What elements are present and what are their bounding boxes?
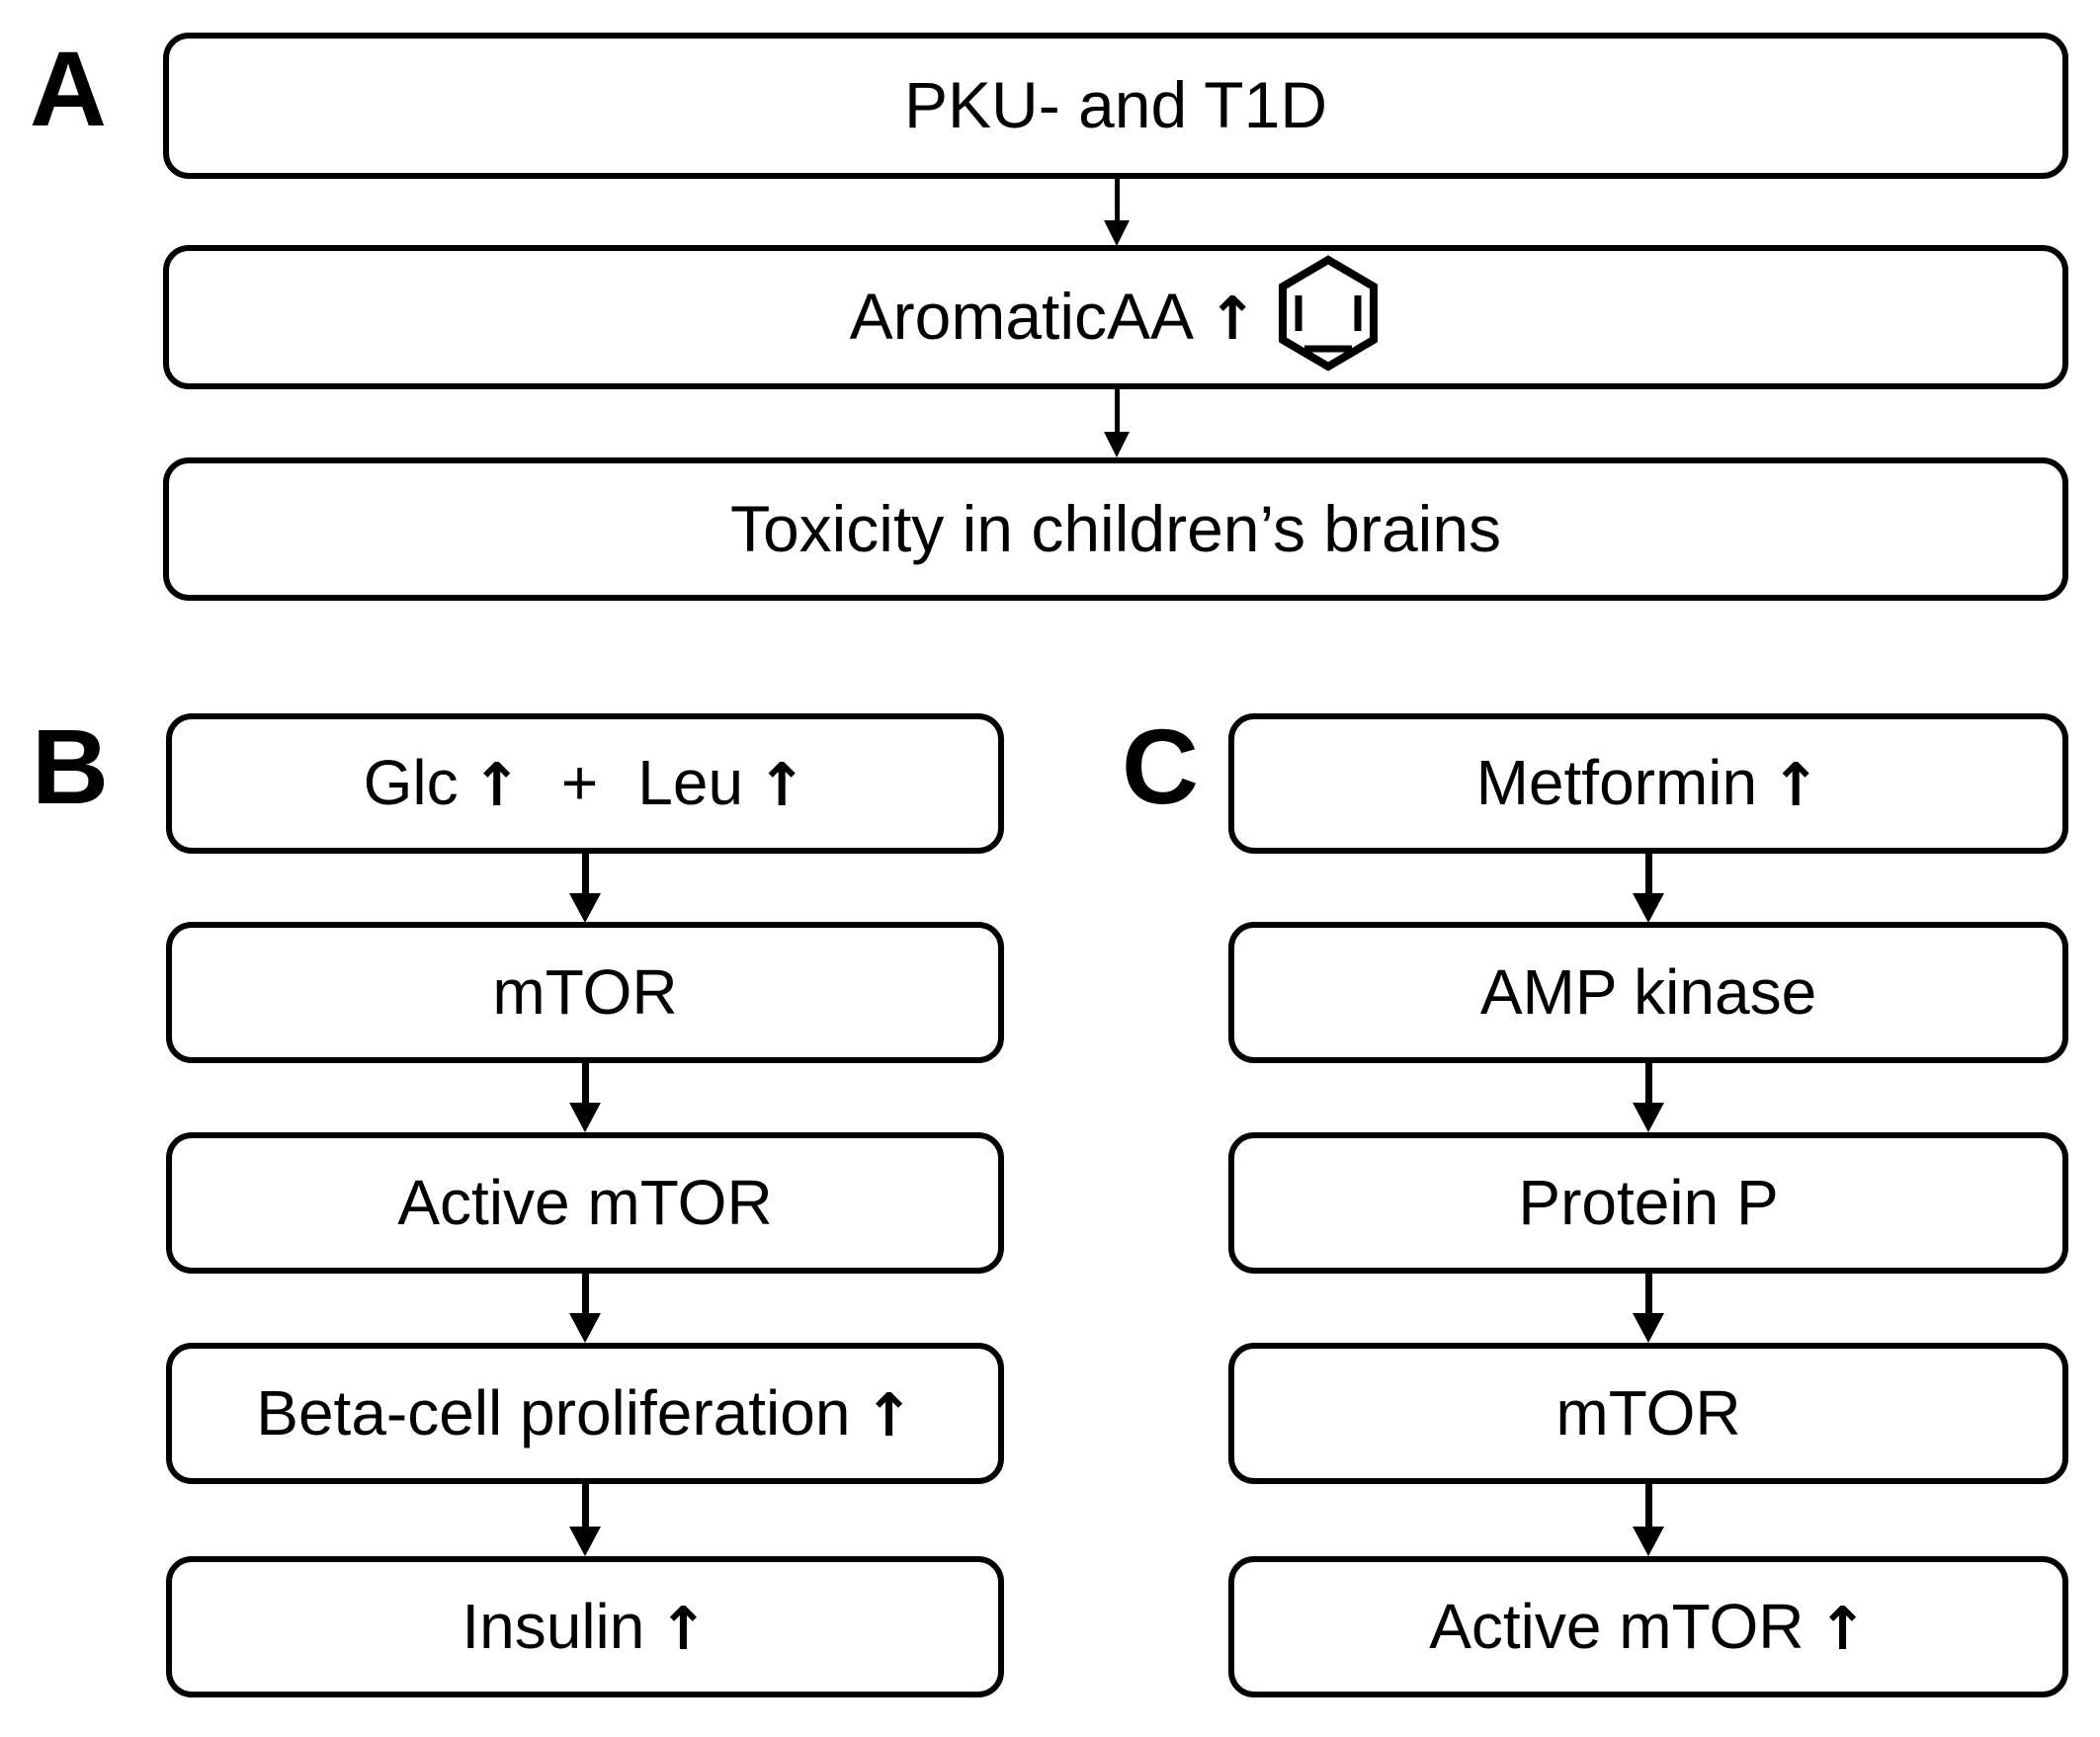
connector-stem	[1644, 1274, 1652, 1319]
flow-box-beta-cell-proliferation[interactable]: Beta-cell proliferation ↑	[166, 1343, 1004, 1484]
box-text-main: Toxicity in children’s brains	[729, 491, 1502, 565]
box-text-main: Active mTOR	[397, 1166, 773, 1238]
arrowhead-icon	[569, 1313, 601, 1343]
plus-sign: +	[560, 747, 599, 819]
up-arrow-icon: ↑	[864, 1380, 914, 1450]
connector-stem	[1114, 179, 1120, 222]
flow-box-mtor-b[interactable]: mTOR	[166, 922, 1004, 1063]
connector-stem	[581, 854, 589, 899]
connector-stem	[581, 1274, 589, 1319]
flow-box-label: AromaticAA ↑	[850, 252, 1383, 382]
panel-label-a: A	[30, 29, 107, 148]
up-arrow-icon: ↑	[471, 751, 522, 820]
box-text-main: Metformin	[1475, 747, 1758, 819]
arrowhead-icon	[1633, 893, 1664, 923]
flow-box-label: mTOR	[1555, 1376, 1741, 1448]
box-text-main: Active mTOR	[1429, 1590, 1805, 1662]
connector-stem	[1644, 1063, 1652, 1109]
box-text-main: Insulin	[462, 1590, 645, 1662]
flow-box-label: Glc ↑ + Leu ↑	[364, 750, 807, 816]
flow-box-aromatic-aa[interactable]: AromaticAA ↑	[163, 245, 2068, 389]
box-text-main: Protein P	[1518, 1166, 1779, 1238]
up-arrow-icon-2: ↑	[757, 751, 807, 820]
box-text-main: Beta-cell proliferation	[256, 1376, 851, 1448]
connector-stem	[1114, 389, 1120, 434]
arrowhead-icon	[569, 893, 601, 923]
flow-box-toxicity[interactable]: Toxicity in children’s brains	[163, 457, 2068, 601]
up-arrow-icon: ↑	[1208, 284, 1258, 354]
up-arrow-icon: ↑	[1771, 751, 1821, 820]
arrowhead-icon	[569, 1527, 601, 1556]
flow-box-label: Active mTOR	[397, 1166, 773, 1238]
box-text-main: mTOR	[1555, 1376, 1741, 1448]
up-arrow-icon: ↑	[1817, 1594, 1868, 1664]
arrowhead-icon	[1633, 1527, 1664, 1556]
box-text-main: mTOR	[492, 955, 678, 1028]
connector-stem	[1644, 1484, 1652, 1532]
flow-box-label: Metformin ↑	[1476, 750, 1821, 816]
box-text-main: PKU- and T1D	[904, 68, 1327, 142]
box-text-main: Glc	[363, 747, 459, 819]
flow-box-glc-leu[interactable]: Glc ↑ + Leu ↑	[166, 713, 1004, 854]
connector-stem	[581, 1063, 589, 1109]
flow-box-label: Beta-cell proliferation ↑	[256, 1376, 914, 1450]
up-arrow-icon: ↑	[658, 1594, 709, 1664]
benzene-ring-icon	[1275, 254, 1382, 384]
arrowhead-icon	[1633, 1313, 1664, 1343]
flow-box-label: AMP kinase	[1479, 955, 1817, 1028]
flow-box-active-mtor-c[interactable]: Active mTOR ↑	[1228, 1556, 2068, 1697]
arrowhead-icon	[1104, 220, 1130, 246]
box-text-main: AromaticAA	[849, 280, 1195, 354]
flow-box-active-mtor-b[interactable]: Active mTOR	[166, 1132, 1004, 1274]
flow-box-insulin[interactable]: Insulin ↑	[166, 1556, 1004, 1697]
flow-box-mtor-c[interactable]: mTOR	[1228, 1343, 2068, 1484]
panel-label-b: B	[32, 706, 109, 826]
box-text-main: AMP kinase	[1479, 955, 1817, 1028]
flow-box-label: Toxicity in children’s brains	[729, 491, 1502, 565]
flow-box-pku-t1d[interactable]: PKU- and T1D	[163, 33, 2068, 179]
panel-label-c: C	[1122, 706, 1199, 826]
connector-stem	[1644, 854, 1652, 899]
flow-box-protein-p[interactable]: Protein P	[1228, 1132, 2068, 1274]
flow-box-label: Insulin ↑	[462, 1590, 709, 1664]
arrowhead-icon	[1633, 1103, 1664, 1132]
flow-box-label: mTOR	[492, 955, 678, 1028]
flow-box-metformin[interactable]: Metformin ↑	[1228, 713, 2068, 854]
connector-stem	[581, 1484, 589, 1532]
flow-box-label: Protein P	[1518, 1166, 1779, 1238]
arrowhead-icon	[569, 1103, 601, 1132]
flow-box-amp-kinase[interactable]: AMP kinase	[1228, 922, 2068, 1063]
arrowhead-icon	[1104, 432, 1130, 457]
flow-box-label: Active mTOR ↑	[1429, 1590, 1868, 1664]
box-text-secondary: Leu	[637, 747, 744, 819]
flow-box-label: PKU- and T1D	[904, 68, 1327, 142]
